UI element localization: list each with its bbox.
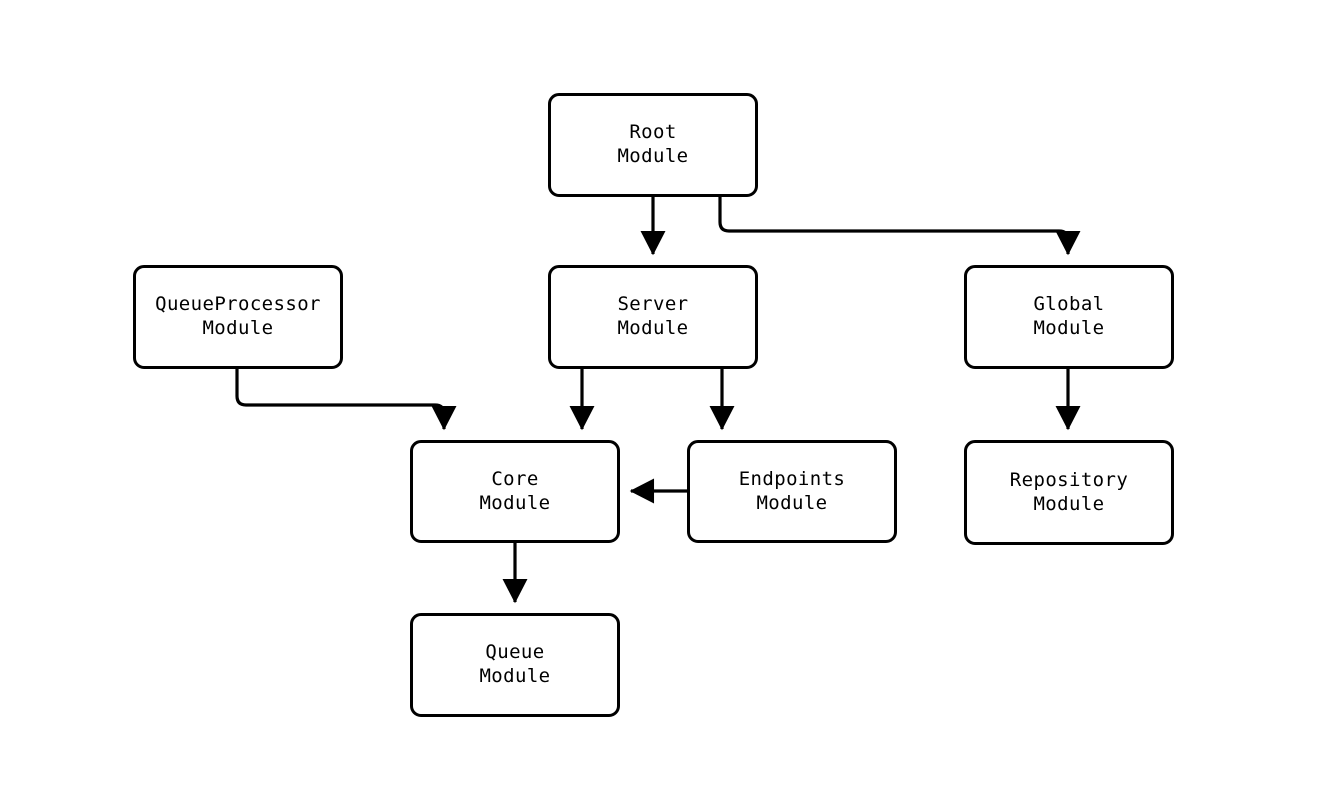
node-label: QueueProcessor Module bbox=[155, 293, 321, 339]
node-label: Endpoints Module bbox=[738, 467, 846, 514]
node-global-module[interactable]: Global Module bbox=[964, 265, 1174, 369]
node-root-module[interactable]: Root Module bbox=[548, 93, 758, 197]
node-queue-module[interactable]: Queue Module bbox=[410, 613, 620, 717]
node-repository-module[interactable]: Repository Module bbox=[964, 440, 1174, 545]
node-label: Global Module bbox=[1033, 293, 1105, 339]
node-core-module[interactable]: Core Module bbox=[410, 440, 620, 543]
edge-root-to-global bbox=[718, 197, 1081, 256]
node-endpoints-module[interactable]: Endpoints Module bbox=[687, 440, 897, 543]
node-label: Server Module bbox=[617, 293, 689, 339]
node-server-module[interactable]: Server Module bbox=[548, 265, 758, 369]
node-label: Core Module bbox=[479, 467, 551, 514]
edge-queueprocessor-to-core bbox=[235, 369, 457, 431]
node-label: Queue Module bbox=[479, 641, 551, 687]
node-queueprocessor-module[interactable]: QueueProcessor Module bbox=[133, 265, 343, 369]
node-label: Root Module bbox=[617, 121, 689, 167]
node-label: Repository Module bbox=[1009, 468, 1129, 515]
